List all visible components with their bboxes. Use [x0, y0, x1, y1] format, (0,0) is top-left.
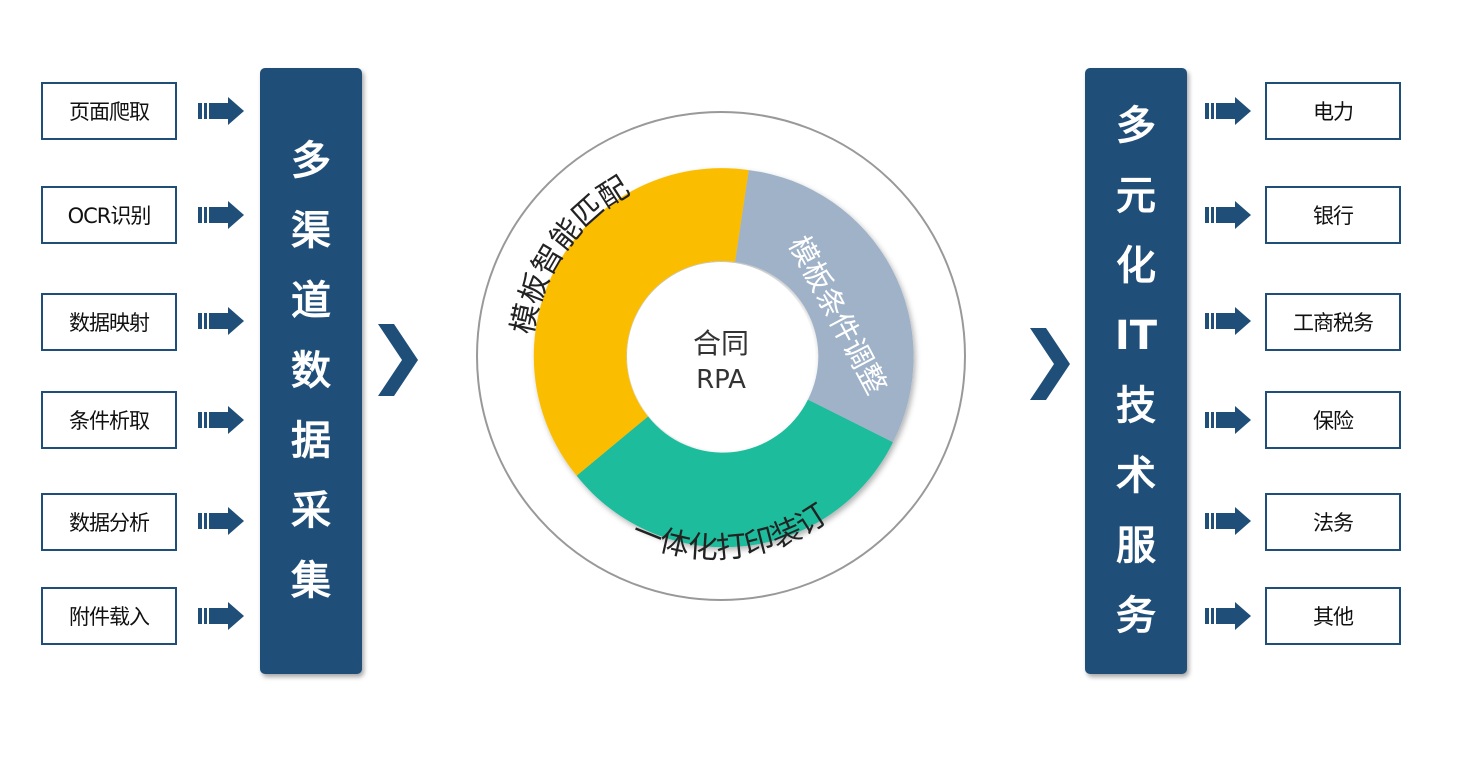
output-box-electric-power: 电力	[1265, 82, 1401, 140]
arrow-right-icon	[1205, 602, 1251, 630]
right-title-char: 技	[1116, 383, 1156, 429]
right-title-char: 多	[1116, 103, 1156, 149]
right-title-char: 服	[1116, 523, 1156, 569]
inner-circle	[627, 262, 815, 450]
arrow-right-icon	[1205, 406, 1251, 434]
output-box-bank: 银行	[1265, 186, 1401, 244]
arrow-right-icon	[198, 307, 244, 335]
left-title-char: 数	[291, 348, 331, 394]
left-title-char: 据	[291, 418, 331, 464]
left-title-char: 采	[291, 488, 331, 534]
chevron-right-icon	[1030, 328, 1070, 400]
rpa-ring-diagram: 模板智能匹配 模板条件调整 一体化打印装订 合同 RPA	[476, 111, 966, 601]
right-title-bar: 多 元 化 IT 技 术 服 务	[1085, 68, 1187, 674]
input-box-data-analysis: 数据分析	[41, 493, 177, 551]
arrow-right-icon	[1205, 307, 1251, 335]
right-title-char: 术	[1116, 453, 1156, 499]
arrow-right-icon	[198, 406, 244, 434]
arrow-right-icon	[198, 97, 244, 125]
input-box-ocr: OCR识别	[41, 186, 177, 244]
arrow-right-icon	[1205, 507, 1251, 535]
segment-print-binding	[576, 399, 893, 548]
arrow-right-icon	[198, 507, 244, 535]
left-title-char: 渠	[291, 208, 331, 254]
arrow-right-icon	[198, 602, 244, 630]
output-box-tax: 工商税务	[1265, 293, 1401, 351]
arrow-right-icon	[198, 201, 244, 229]
left-title-bar: 多 渠 道 数 据 采 集	[260, 68, 362, 674]
output-box-legal: 法务	[1265, 493, 1401, 551]
segment-template-match	[533, 168, 749, 476]
input-box-condition-extract: 条件析取	[41, 391, 177, 449]
chevron-right-icon	[378, 324, 418, 396]
left-title-char: 道	[291, 278, 331, 324]
arrow-right-icon	[1205, 97, 1251, 125]
right-title-char: 务	[1116, 593, 1156, 639]
input-box-data-mapping: 数据映射	[41, 293, 177, 351]
output-box-other: 其他	[1265, 587, 1401, 645]
left-title-char: 多	[291, 138, 331, 184]
output-box-insurance: 保险	[1265, 391, 1401, 449]
right-title-char: 元	[1116, 173, 1156, 219]
segment-template-adjust	[735, 170, 914, 443]
center-title-line2: RPA	[696, 365, 746, 395]
input-box-attachment-load: 附件载入	[41, 587, 177, 645]
right-title-char: 化	[1116, 243, 1156, 289]
arrow-right-icon	[1205, 201, 1251, 229]
center-title-line1: 合同	[693, 327, 749, 360]
left-title-char: 集	[291, 558, 331, 604]
input-box-page-crawl: 页面爬取	[41, 82, 177, 140]
right-title-char: IT	[1114, 313, 1158, 359]
